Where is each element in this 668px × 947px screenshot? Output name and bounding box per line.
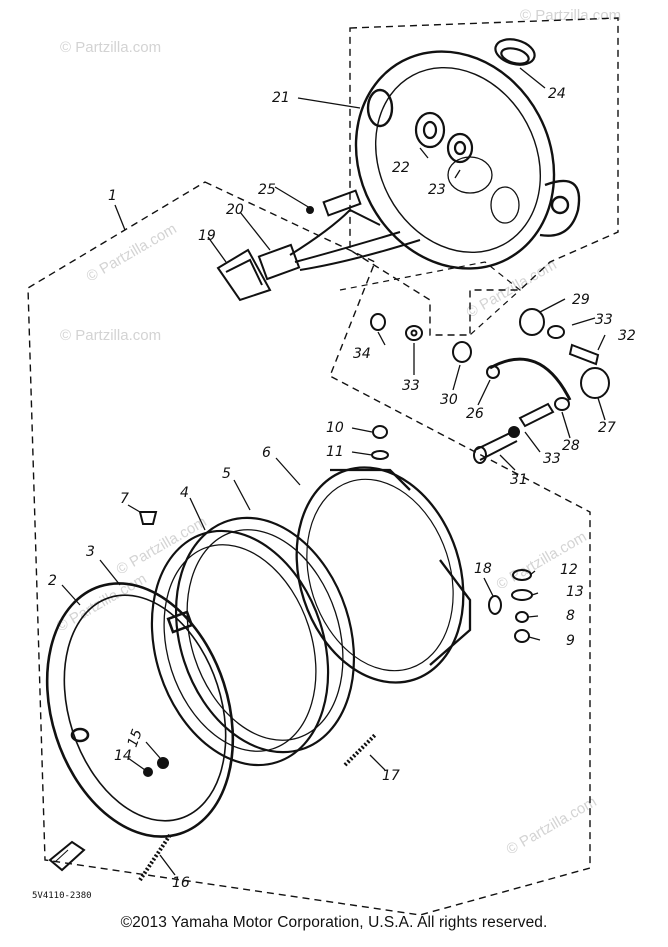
callout-21: 21: [272, 90, 290, 106]
callout-8: 8: [566, 608, 575, 624]
watermark: © Partzilla.com: [504, 793, 600, 858]
callout-32: 32: [618, 328, 636, 344]
callout-2: 2: [48, 573, 57, 589]
watermark: © Partzilla.com: [60, 327, 161, 344]
callout-25: 25: [258, 182, 276, 198]
callout-31: 31: [510, 472, 528, 488]
callout-20: 20: [226, 202, 244, 218]
boundary-bracket: [339, 261, 521, 336]
callout-3: 3: [86, 544, 95, 560]
grommet-24: [494, 38, 536, 66]
grommet-22: [414, 111, 446, 149]
callout-24: 24: [548, 86, 566, 102]
callout-5: 5: [222, 466, 231, 482]
small-hardware: [48, 425, 533, 882]
boundary-case: [349, 17, 619, 336]
watermark: © Partzilla.com: [54, 570, 150, 635]
grommet-23: [446, 132, 474, 164]
callout-7: 7: [120, 491, 129, 507]
part-callouts: 1 2 3 4 5 6 7 8 9 10 11 12 13 14 15 16 1…: [48, 86, 636, 891]
callout-1: 1: [108, 188, 117, 204]
callout-27: 27: [598, 420, 616, 436]
callout-30: 30: [440, 392, 458, 408]
callout-12: 12: [560, 562, 578, 578]
mount-bracket-parts: [370, 308, 610, 464]
callout-33: 33: [402, 378, 420, 394]
callout-26: 26: [466, 406, 484, 422]
callout-6: 6: [262, 445, 271, 461]
headlight-lens-rim: [45, 582, 235, 838]
adjusting-rims: [150, 516, 356, 767]
copyright-notice: ©2013 Yamaha Motor Corporation, U.S.A. A…: [120, 914, 548, 931]
callout-22: 22: [392, 160, 410, 176]
headlight-case: [354, 50, 581, 270]
callout-28: 28: [562, 438, 580, 454]
callout-16: 16: [172, 875, 190, 891]
callout-13: 13: [566, 584, 584, 600]
callout-34: 34: [353, 346, 371, 362]
watermark: © Partzilla.com: [60, 39, 161, 56]
callout-11: 11: [326, 444, 344, 460]
boundary-unit: [27, 181, 591, 916]
callout-14: 14: [114, 748, 132, 764]
callout-10: 10: [326, 420, 344, 436]
watermark: © Partzilla.com: [84, 220, 180, 285]
callout-4: 4: [180, 485, 189, 501]
socket-wire-assembly: [216, 189, 421, 302]
diagram-code: 5V4110-2380: [32, 891, 92, 901]
callout-18: 18: [474, 561, 492, 577]
headlight-housing: [295, 466, 472, 684]
callout-33: 33: [595, 312, 613, 328]
callout-29: 29: [572, 292, 590, 308]
callout-17: 17: [382, 768, 400, 784]
leader-lines: [61, 67, 606, 876]
callout-15: 15: [125, 727, 146, 749]
callout-19: 19: [198, 228, 216, 244]
callout-9: 9: [566, 633, 575, 649]
callout-33: 33: [543, 451, 561, 467]
callout-23: 23: [428, 182, 446, 198]
watermark: © Partzilla.com: [464, 256, 560, 321]
watermark: © Partzilla.com: [520, 7, 621, 24]
